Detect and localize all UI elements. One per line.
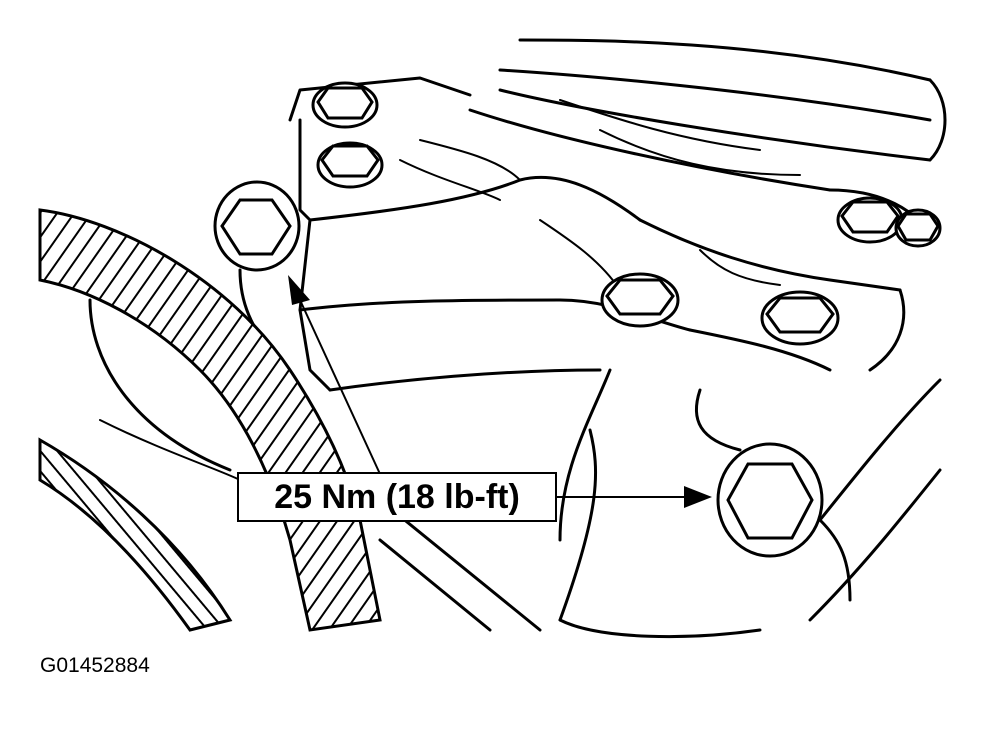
figure-id: G01452884	[40, 654, 150, 677]
harness-conduit	[38, 208, 382, 632]
torque-callout-label: 25 Nm (18 lb-ft)	[237, 472, 557, 522]
housing-casting	[88, 38, 947, 639]
torque-bolt	[213, 180, 824, 558]
flange-bolt	[311, 81, 942, 346]
leader-arrows	[288, 275, 712, 508]
